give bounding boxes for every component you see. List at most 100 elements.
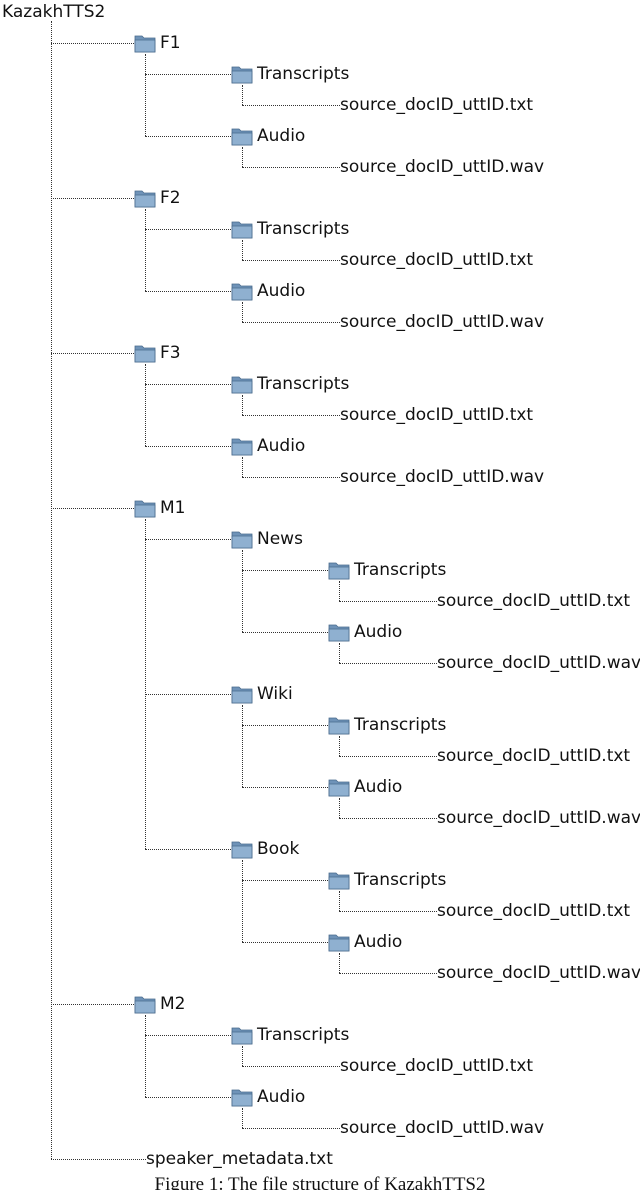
tree-stem bbox=[242, 1046, 243, 1066]
folder-icon bbox=[328, 717, 350, 735]
folder-icon bbox=[231, 531, 253, 549]
tree-connector bbox=[242, 1066, 340, 1067]
tree-connector bbox=[51, 198, 134, 199]
node-label-source-docid-uttid-wav: source_docID_uttID.wav bbox=[340, 312, 545, 332]
tree-connector bbox=[242, 942, 328, 943]
folder-icon bbox=[231, 438, 253, 456]
node-label-transcripts: Transcripts bbox=[257, 374, 350, 394]
tree-connector bbox=[242, 415, 340, 416]
node-label-audio: Audio bbox=[354, 932, 403, 952]
node-label-transcripts: Transcripts bbox=[354, 560, 447, 580]
node-label-transcripts: Transcripts bbox=[354, 870, 447, 890]
node-label-source-docid-uttid-txt: source_docID_uttID.txt bbox=[340, 405, 534, 425]
node-label-transcripts: Transcripts bbox=[257, 1025, 350, 1045]
node-label-f1: F1 bbox=[160, 33, 181, 53]
folder-icon bbox=[134, 996, 156, 1014]
node-label-source-docid-uttid-wav: source_docID_uttID.wav bbox=[437, 808, 640, 828]
folder-icon bbox=[328, 624, 350, 642]
node-label-audio: Audio bbox=[257, 436, 306, 456]
node-label-kazakhtts2: KazakhTTS2 bbox=[2, 2, 106, 22]
tree-stem bbox=[242, 550, 243, 632]
tree-connector bbox=[339, 663, 437, 664]
node-label-source-docid-uttid-txt: source_docID_uttID.txt bbox=[340, 250, 534, 270]
node-label-source-docid-uttid-wav: source_docID_uttID.wav bbox=[437, 963, 640, 983]
node-label-audio: Audio bbox=[354, 622, 403, 642]
node-label-audio: Audio bbox=[354, 777, 403, 797]
tree-stem bbox=[145, 519, 146, 849]
tree-stem bbox=[242, 395, 243, 415]
tree-stem bbox=[242, 457, 243, 477]
tree-connector bbox=[339, 756, 437, 757]
folder-icon bbox=[134, 500, 156, 518]
tree-connector bbox=[242, 1128, 340, 1129]
tree-connector bbox=[242, 725, 328, 726]
tree-stem bbox=[339, 953, 340, 973]
tree-stem bbox=[242, 1108, 243, 1128]
tree-connector bbox=[145, 384, 231, 385]
folder-icon bbox=[231, 841, 253, 859]
node-label-transcripts: Transcripts bbox=[354, 715, 447, 735]
tree-connector bbox=[145, 1035, 231, 1036]
tree-connector bbox=[145, 74, 231, 75]
tree-connector bbox=[242, 880, 328, 881]
node-label-source-docid-uttid-wav: source_docID_uttID.wav bbox=[340, 157, 545, 177]
node-label-audio: Audio bbox=[257, 1087, 306, 1107]
tree-connector bbox=[145, 539, 231, 540]
node-label-transcripts: Transcripts bbox=[257, 64, 350, 84]
tree-stem bbox=[339, 798, 340, 818]
node-label-source-docid-uttid-txt: source_docID_uttID.txt bbox=[437, 901, 631, 921]
node-label-wiki: Wiki bbox=[257, 684, 293, 704]
node-label-m2: M2 bbox=[160, 994, 186, 1014]
folder-icon bbox=[231, 128, 253, 146]
tree-stem bbox=[145, 54, 146, 136]
tree-stem bbox=[339, 891, 340, 911]
folder-icon bbox=[231, 221, 253, 239]
tree-connector bbox=[339, 601, 437, 602]
tree-connector bbox=[242, 477, 340, 478]
tree-stem bbox=[51, 21, 52, 1159]
tree-stem bbox=[242, 705, 243, 787]
folder-icon bbox=[134, 345, 156, 363]
folder-icon bbox=[328, 872, 350, 890]
folder-icon bbox=[328, 562, 350, 580]
tree-connector bbox=[242, 322, 340, 323]
folder-icon bbox=[231, 283, 253, 301]
folder-icon bbox=[134, 190, 156, 208]
node-label-speaker-metadata-txt: speaker_metadata.txt bbox=[146, 1149, 333, 1169]
node-label-m1: M1 bbox=[160, 498, 186, 518]
folder-icon bbox=[328, 779, 350, 797]
tree-connector bbox=[145, 136, 231, 137]
folder-icon bbox=[231, 376, 253, 394]
tree-connector bbox=[51, 508, 134, 509]
node-label-audio: Audio bbox=[257, 126, 306, 146]
tree-stem bbox=[145, 209, 146, 291]
tree-connector bbox=[145, 849, 231, 850]
tree-connector bbox=[242, 787, 328, 788]
node-label-f2: F2 bbox=[160, 188, 181, 208]
node-label-transcripts: Transcripts bbox=[257, 219, 350, 239]
tree-connector bbox=[51, 43, 134, 44]
tree-connector bbox=[242, 167, 340, 168]
tree-stem bbox=[242, 240, 243, 260]
tree-stem bbox=[339, 581, 340, 601]
tree-connector bbox=[145, 694, 231, 695]
tree-stem bbox=[242, 85, 243, 105]
tree-stem bbox=[242, 860, 243, 942]
tree-connector bbox=[242, 260, 340, 261]
tree-connector bbox=[51, 1004, 134, 1005]
node-label-f3: F3 bbox=[160, 343, 181, 363]
folder-icon bbox=[134, 35, 156, 53]
tree-stem bbox=[145, 364, 146, 446]
tree-connector bbox=[242, 570, 328, 571]
tree-connector bbox=[242, 632, 328, 633]
tree-connector bbox=[51, 353, 134, 354]
folder-icon bbox=[231, 686, 253, 704]
node-label-source-docid-uttid-txt: source_docID_uttID.txt bbox=[340, 95, 534, 115]
tree-connector bbox=[145, 229, 231, 230]
node-label-source-docid-uttid-txt: source_docID_uttID.txt bbox=[437, 591, 631, 611]
folder-icon bbox=[328, 934, 350, 952]
tree-connector bbox=[339, 818, 437, 819]
tree-connector bbox=[339, 911, 437, 912]
tree-connector bbox=[51, 1159, 146, 1160]
